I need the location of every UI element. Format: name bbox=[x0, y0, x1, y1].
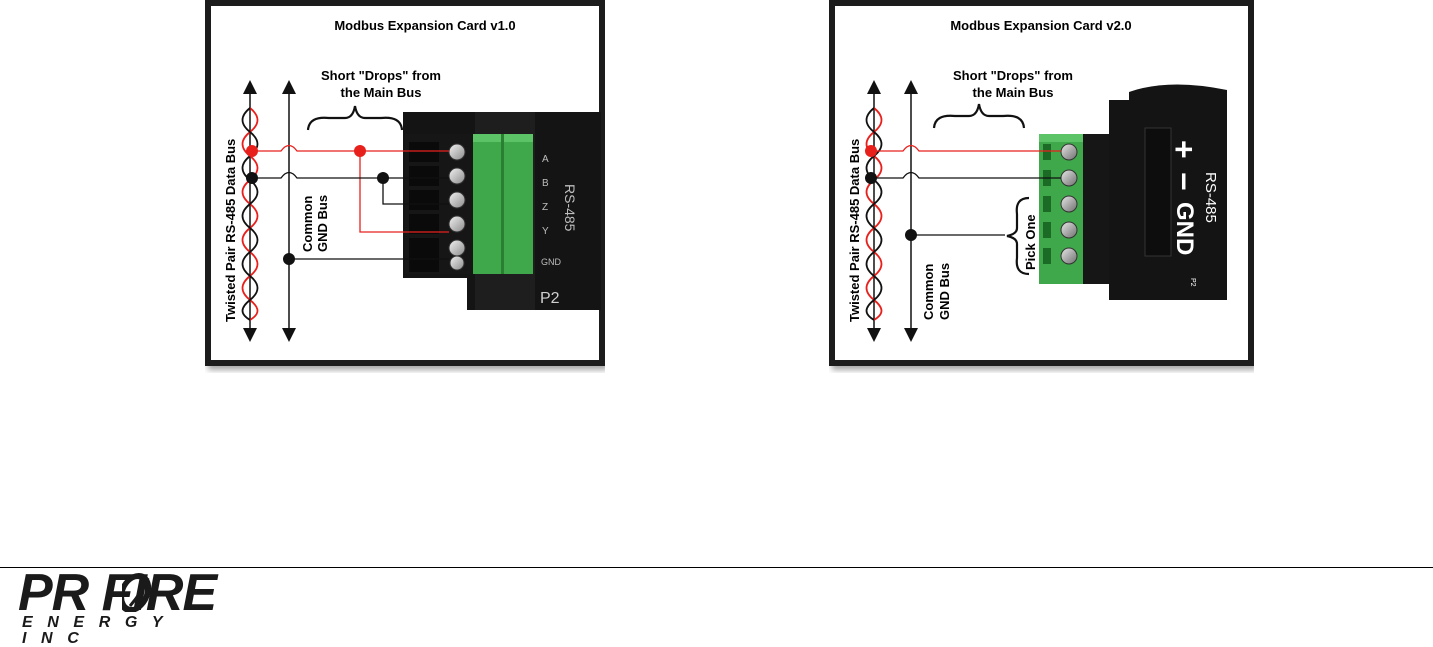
pcb-label-z: Z bbox=[542, 202, 548, 213]
pcb-silkscreen: + − GND RS-485 P2 bbox=[1166, 140, 1219, 287]
pcb-rs485-label: RS-485 bbox=[562, 184, 578, 232]
profire-logo: PR FIRE ENERGY INC bbox=[18, 564, 258, 647]
pcb-label-a: A bbox=[542, 154, 549, 165]
pcb-p2-label: P2 bbox=[1189, 278, 1196, 287]
gnd-bus-label-line1: Common bbox=[300, 196, 315, 252]
drops-label-line2: the Main Bus bbox=[341, 85, 422, 100]
pcb-label-y: Y bbox=[542, 226, 549, 237]
gnd-bus-label-line1: Common bbox=[921, 264, 936, 320]
pcb-minus-label: − bbox=[1166, 172, 1202, 191]
twisted-pair-bus bbox=[865, 80, 883, 342]
diagram-v2-panel: Modbus Expansion Card v2.0 + − GND RS-48… bbox=[829, 0, 1254, 373]
pcb-plus-label: + bbox=[1166, 140, 1202, 159]
logo-subtitle: ENERGY INC bbox=[22, 614, 177, 647]
drops-label-line1: Short "Drops" from bbox=[321, 68, 441, 83]
pcb-p2-label: P2 bbox=[540, 290, 560, 307]
drop-wires bbox=[871, 144, 1061, 236]
pick-one-label: Pick One bbox=[1023, 214, 1038, 270]
junction-dots bbox=[246, 145, 389, 265]
pcb-rs485-label: RS-485 bbox=[1202, 172, 1219, 223]
flame-leaf-icon bbox=[122, 573, 152, 612]
drop-wires bbox=[252, 144, 449, 260]
pcb-label-gnd: GND bbox=[541, 257, 562, 267]
footer-divider bbox=[0, 567, 1433, 568]
data-bus-label: Twisted Pair RS-485 Data Bus bbox=[223, 139, 238, 322]
panel-title: Modbus Expansion Card v2.0 bbox=[950, 18, 1131, 33]
pcb-silkscreen: A B Z Y GND RS-485 P2 bbox=[540, 154, 578, 307]
panel-title: Modbus Expansion Card v1.0 bbox=[334, 18, 515, 33]
diagram-v1-panel: Modbus Expansion Card v1.0 A B Z Y GND R… bbox=[205, 0, 605, 373]
pcb-gnd-label: GND bbox=[1171, 202, 1198, 255]
drops-label-line2: the Main Bus bbox=[973, 85, 1054, 100]
pick-one-brace bbox=[1006, 196, 1030, 276]
diagram-v2-svg: Modbus Expansion Card v2.0 + − GND RS-48… bbox=[829, 0, 1254, 366]
junction-dots bbox=[865, 145, 917, 241]
gnd-bus-label-line2: GND Bus bbox=[937, 263, 952, 320]
gnd-bus bbox=[904, 80, 918, 342]
pcb-label-b: B bbox=[542, 178, 549, 189]
logo-wordmark: PR FIRE bbox=[18, 564, 217, 622]
diagram-v1-svg: Modbus Expansion Card v1.0 A B Z Y GND R… bbox=[205, 0, 605, 366]
gnd-bus bbox=[282, 80, 296, 342]
terminal-screws bbox=[409, 142, 466, 272]
drops-brace bbox=[306, 105, 404, 131]
gnd-bus-label-line2: GND Bus bbox=[315, 195, 330, 252]
twisted-pair-bus bbox=[241, 80, 259, 342]
data-bus-label: Twisted Pair RS-485 Data Bus bbox=[847, 139, 862, 322]
drops-label-line1: Short "Drops" from bbox=[953, 68, 1073, 83]
drops-brace bbox=[932, 103, 1026, 129]
